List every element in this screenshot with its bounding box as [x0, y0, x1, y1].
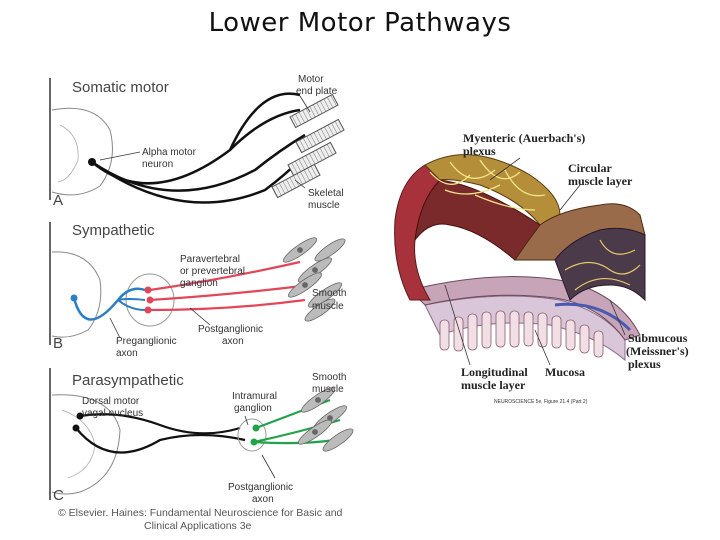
label-paravertebral-2: or prevertebral: [180, 266, 245, 277]
label-smooth-b-1: Smooth: [312, 288, 346, 299]
panel-parasympathetic: Parasympathetic Smooth muscle Dorsal mot…: [49, 368, 354, 505]
postganglionic-axon-3: [149, 298, 306, 312]
smooth-muscle-cells-c: [297, 387, 354, 452]
label-motor-end-plate-1: Motor: [298, 74, 324, 85]
label-alpha-motor-2: neuron: [142, 159, 173, 170]
figure-reference: NEUROSCIENCE 5e, Figure 21.4 (Part 2): [494, 399, 588, 405]
label-postganglionic-c-1: Postganglionic: [228, 482, 293, 493]
villi: [439, 310, 604, 358]
label-motor-end-plate-2: end plate: [296, 86, 338, 97]
label-postganglionic-c-2: axon: [252, 494, 274, 505]
intramural-ganglion: [237, 418, 267, 452]
panel-sympathetic: Sympathetic Paravertebral or prevertebra…: [49, 222, 346, 359]
label-skeletal-2: muscle: [308, 200, 340, 211]
skeletal-muscle-fibers: [271, 93, 345, 199]
label-longitudinal-2: muscle layer: [461, 378, 526, 392]
label-smooth-b-2: muscle: [312, 301, 344, 312]
label-smooth-c-1: Smooth: [312, 372, 346, 383]
preganglionic-axon: [72, 287, 146, 321]
somatic-axon-3: [91, 159, 301, 204]
image-credit: © Elsevier. Haines: Fundamental Neurosci…: [58, 507, 342, 533]
panel-b-letter: B: [53, 335, 63, 352]
label-submucous-2: (Meissner's): [626, 344, 689, 358]
label-intramural-2: ganglion: [234, 403, 272, 414]
somatic-axon-1: [91, 108, 301, 185]
postganglionic-axon-2: [149, 283, 311, 302]
panel-a-header: Somatic motor: [72, 79, 169, 96]
panel-somatic: Somatic motor Motor end plate Alpha moto…: [49, 74, 345, 211]
panel-c-header: Parasympathetic: [72, 372, 184, 389]
label-postganglionic-b-1: Postganglionic: [198, 324, 263, 335]
label-smooth-c-2: muscle: [312, 384, 344, 395]
gut-wall-illustration: Myenteric (Auerbach's) plexus Circular m…: [394, 131, 689, 405]
vagal-axon-1: [79, 413, 241, 435]
label-circular-1: Circular: [568, 161, 612, 175]
label-dorsal-1: Dorsal motor: [82, 396, 140, 407]
label-preganglionic-2: axon: [116, 348, 138, 359]
plexus-lattice: [429, 159, 546, 211]
spinal-cord-outline: [51, 107, 113, 196]
label-postganglionic-b-2: axon: [222, 336, 244, 347]
submucosa: [409, 276, 641, 341]
label-circular-2: muscle layer: [568, 174, 633, 188]
panel-a-letter: A: [53, 192, 63, 209]
somatic-axon-2: [91, 133, 306, 192]
label-myenteric-1: Myenteric (Auerbach's): [463, 131, 585, 145]
label-dorsal-2: vagal nucleus: [82, 408, 143, 419]
spinal-cord-outline-b: [51, 251, 102, 338]
panel-c-letter: C: [53, 487, 64, 504]
postganglionic-axon-1: [149, 260, 301, 292]
smooth-muscle-cells-b: [282, 237, 346, 322]
post-axon-c-3: [253, 438, 336, 445]
credit-line-2: Clinical Applications 3e: [144, 520, 252, 532]
label-longitudinal-1: Longitudinal: [461, 365, 528, 379]
panel-b-header: Sympathetic: [72, 222, 155, 239]
label-preganglionic-1: Preganglionic: [116, 336, 177, 347]
label-skeletal-1: Skeletal: [308, 188, 344, 199]
page-title: Lower Motor Pathways: [208, 8, 512, 38]
submucous-plexus-lattice: [564, 239, 641, 291]
credit-line-1: © Elsevier. Haines: Fundamental Neurosci…: [58, 507, 343, 519]
vagal-axon-2: [75, 427, 246, 454]
label-myenteric-2: plexus: [463, 144, 496, 158]
label-alpha-motor-1: Alpha motor: [142, 147, 197, 158]
label-mucosa: Mucosa: [545, 365, 585, 379]
label-paravertebral-3: ganglion: [180, 278, 218, 289]
label-submucous-3: plexus: [628, 357, 661, 371]
submucosal-vessel: [554, 302, 632, 332]
brainstem-outline: [51, 394, 121, 495]
label-submucous-1: Submucous: [628, 331, 688, 345]
label-paravertebral-1: Paravertebral: [180, 254, 240, 265]
label-intramural-1: Intramural: [232, 391, 277, 402]
